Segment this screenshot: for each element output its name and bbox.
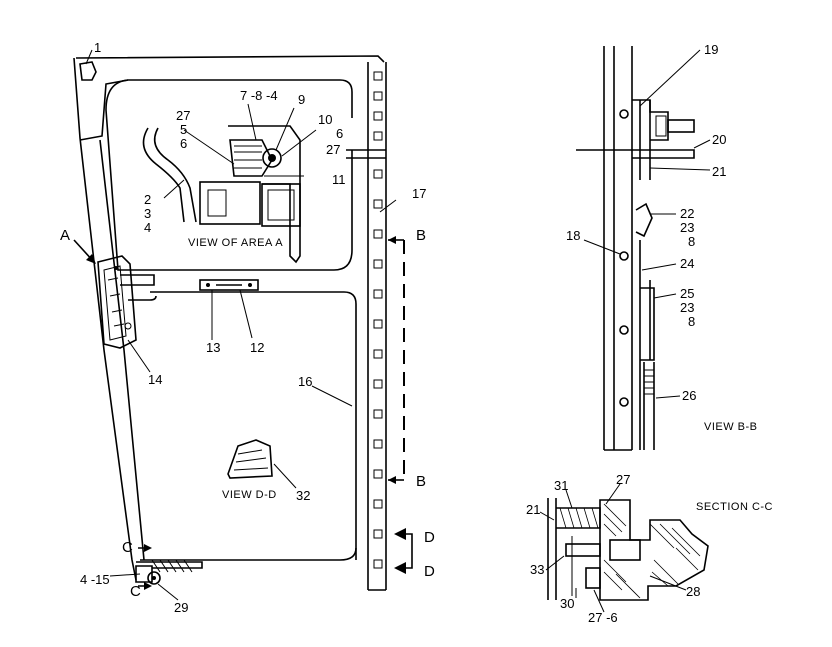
arrow-b-bottom	[388, 476, 396, 484]
callout-20: 20	[712, 132, 726, 147]
callout-25: 25	[680, 286, 694, 301]
callout-23b: 23	[680, 300, 694, 315]
callout-1: 1	[94, 40, 101, 55]
lower-panel-frame	[150, 291, 357, 560]
caption-section-c-c: SECTION C-C	[696, 501, 773, 513]
area-a-block	[199, 181, 261, 225]
callout-26: 26	[682, 388, 696, 403]
view-bb: 19 20 21 22 23 8 18 24 25 23 8 26 VIEW B…	[566, 42, 758, 451]
upper-window-top	[79, 79, 353, 141]
callout-4-15: 4 -15	[80, 572, 110, 587]
callout-8b: 8	[688, 314, 695, 329]
upper-window-frame	[105, 79, 353, 271]
area-a-fitting	[262, 148, 282, 168]
bb-bracket-25	[640, 287, 655, 361]
area-a-bracket	[228, 125, 301, 264]
callout-9: 9	[298, 92, 305, 107]
bb-clip-22	[635, 202, 653, 238]
callout-33: 33	[530, 562, 544, 577]
lower-panel-bottom	[140, 547, 357, 561]
arrow-d-bottom	[394, 562, 406, 574]
arrow-d-top	[394, 528, 406, 540]
callout-17: 17	[412, 186, 426, 201]
callout-27a: 27	[176, 108, 190, 123]
area-a-cylinder	[229, 139, 273, 177]
cc-nut-27-6	[585, 567, 601, 589]
bracket-12-13	[199, 279, 259, 291]
callout-4: 4	[144, 220, 151, 235]
callout-29: 29	[174, 600, 188, 615]
marker-a: A	[60, 227, 70, 244]
callout-21: 21	[712, 164, 726, 179]
caption-view-d-d: VIEW D-D	[222, 489, 277, 501]
callout-21-cc: 21	[526, 502, 540, 517]
area-a-detail	[142, 125, 301, 264]
latch-rod-upper	[120, 274, 155, 286]
marker-d-bottom: D	[424, 563, 435, 580]
callout-31: 31	[554, 478, 568, 493]
callout-6b: 6	[336, 126, 343, 141]
callout-22: 22	[680, 206, 694, 221]
callout-8a: 8	[688, 234, 695, 249]
callout-27b: 27	[326, 142, 340, 157]
section-cc: 31 27 21 33 30 28 27 -6 SECTION C-C	[526, 472, 773, 625]
callout-30: 30	[560, 596, 574, 611]
arrow-a-head	[86, 254, 96, 264]
area-a-channel	[261, 183, 301, 227]
callout-19: 19	[704, 42, 718, 57]
marker-b-top: B	[416, 227, 426, 244]
area-a-hose	[142, 127, 185, 223]
callout-28: 28	[686, 584, 700, 599]
marker-b-bottom: B	[416, 473, 426, 490]
callout-14: 14	[148, 372, 162, 387]
callout-5: 5	[180, 122, 187, 137]
callout-2: 2	[144, 192, 151, 207]
hinge-knuckles	[373, 71, 383, 569]
callout-23a: 23	[680, 220, 694, 235]
callout-27-6: 27 -6	[588, 610, 618, 625]
callout-13: 13	[206, 340, 220, 355]
callout-18: 18	[566, 228, 580, 243]
bb-bolt-18	[619, 251, 629, 261]
lower-panel-corner	[128, 295, 157, 301]
area-a-hose-inner	[153, 127, 197, 223]
arrow-b-top	[388, 236, 396, 244]
caption-view-of-area-a: VIEW OF AREA A	[188, 237, 283, 249]
latch-assembly	[97, 255, 137, 349]
callout-10: 10	[318, 112, 332, 127]
arrow-c-top	[144, 544, 152, 552]
cc-insert	[609, 539, 641, 561]
door-inner-left-edge	[99, 139, 145, 561]
section-line-d	[396, 533, 413, 569]
door-top-edge	[75, 55, 385, 63]
callout-7-8-4: 7 -8 -4	[240, 88, 278, 103]
callout-3: 3	[144, 206, 151, 221]
bb-rod-20	[576, 149, 695, 159]
callout-32: 32	[296, 488, 310, 503]
cc-pin-33	[565, 543, 601, 557]
door-left-edge	[73, 57, 137, 581]
callout-16: 16	[298, 374, 312, 389]
callout-24: 24	[680, 256, 694, 271]
bb-pin	[667, 119, 695, 133]
marker-c-bottom: C	[130, 583, 141, 600]
view-dd-detail	[227, 439, 273, 479]
part-1-bracket	[79, 61, 97, 81]
callout-6a: 6	[180, 136, 187, 151]
door-main-view: 1 7 -8 -4 9 27 5 6 10 6 27 11 2 3 4 VIEW…	[60, 40, 435, 615]
callout-27a-cc: 27	[616, 472, 630, 487]
bb-thread-26	[644, 369, 654, 395]
main-leader-lines	[85, 49, 397, 601]
marker-c-top: C	[122, 539, 133, 556]
lower-latch-rod	[135, 559, 203, 585]
arrow-c-bottom	[144, 582, 152, 590]
marker-d-top: D	[424, 529, 435, 546]
callout-11: 11	[332, 172, 346, 187]
caption-view-b-b: VIEW B-B	[704, 421, 758, 433]
callout-12: 12	[250, 340, 264, 355]
